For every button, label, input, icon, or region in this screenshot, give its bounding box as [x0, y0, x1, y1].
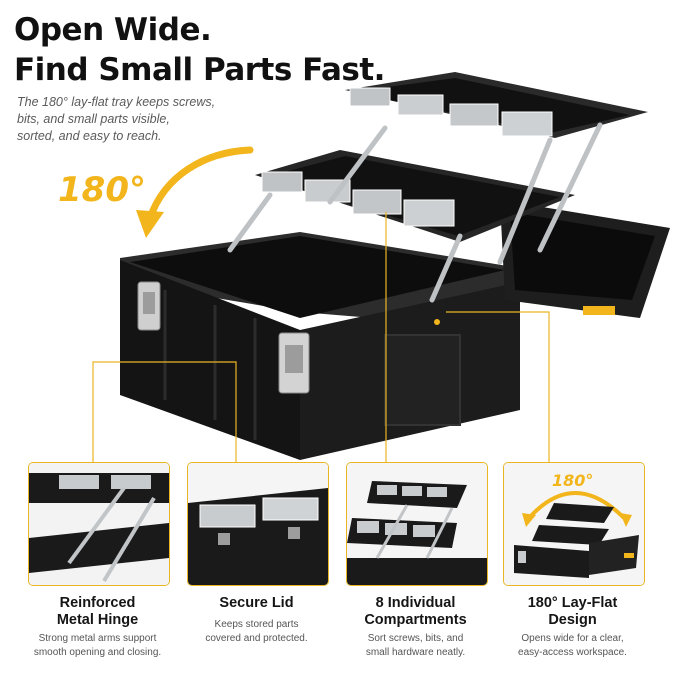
lay-flat-degree-badge: 180° [552, 471, 594, 490]
lay-flat-detail-panel: 180° [503, 462, 645, 586]
middle-tray [255, 150, 575, 242]
latch-left [137, 281, 161, 331]
compartments-detail-panel [346, 462, 488, 586]
callout-lines [92, 212, 550, 462]
subtext: The 180° lay-flat tray keeps screws, bit… [17, 94, 247, 145]
subtext-line-1: The 180° lay-flat tray keeps screws, [17, 95, 216, 109]
subtext-line-2: bits, and small parts visible, [17, 112, 170, 126]
headline-line-1: Open Wide. [14, 12, 212, 48]
hinge-detail-panel [28, 462, 170, 586]
feature-desc-compartments: Sort screws, bits, and small hardware ne… [365, 633, 466, 658]
feature-title-lid: Secure Lid [219, 595, 294, 611]
subtext-line-3: sorted, and easy to reach. [17, 129, 162, 143]
toolbox-body [120, 232, 520, 460]
latch-right [278, 332, 310, 394]
feature-desc-hinge: Strong metal arms support smooth opening… [33, 633, 162, 658]
feature-title-hinge: Reinforced Metal Hinge [56, 595, 139, 628]
feature-title-compartments: 8 Individual Compartments [364, 595, 467, 628]
open-lid [500, 200, 670, 318]
feature-title-lay-flat: 180° Lay-Flat Design [527, 595, 618, 628]
top-tray [345, 72, 648, 138]
lid-detail-panel [187, 462, 329, 586]
toolbox-hero-illustration [92, 72, 670, 462]
feature-desc-lid: Keeps stored parts covered and protected… [205, 619, 308, 644]
rotation-degree-label: 180° [58, 170, 146, 210]
rotation-arrow-icon [136, 146, 254, 238]
headline: Open Wide. Find Small Parts Fast. [14, 10, 385, 90]
feature-desc-lay-flat: Opens wide for a clear, easy-access work… [518, 633, 627, 658]
hinge-arms [227, 122, 603, 303]
headline-line-2: Find Small Parts Fast. [14, 52, 385, 88]
